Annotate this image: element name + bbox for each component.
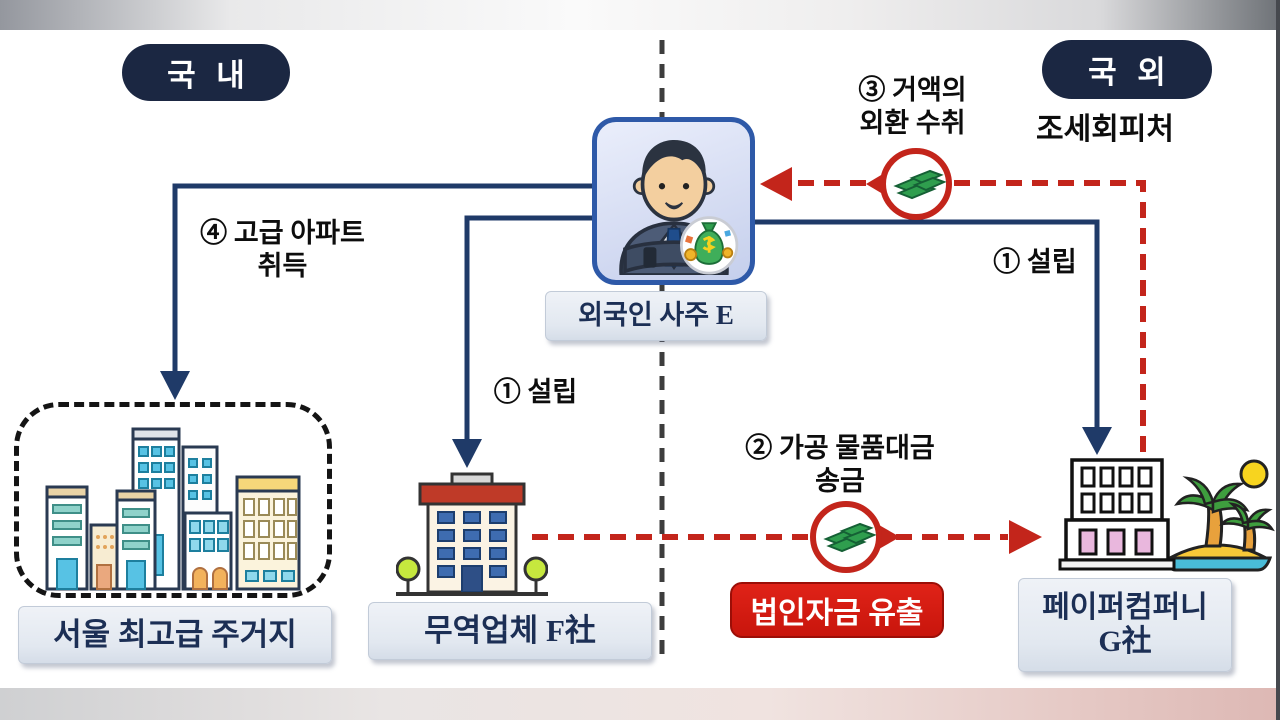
trading-company-label-text: 무역업체 F社 (424, 613, 596, 649)
badge-domestic-label: 국 내 (167, 58, 251, 93)
trading-company-label: 무역업체 F社 (368, 602, 652, 660)
establish-f-note: ① 설립 (493, 377, 578, 407)
establish-arrow-f (452, 215, 592, 468)
forex-receipt-note: ③ 거액의 외환 수취 (810, 74, 1015, 140)
paper-company-label-line2: G社 (1098, 625, 1152, 658)
establish-g-note: ① 설립 (993, 247, 1077, 277)
trade-building-icon (396, 472, 548, 596)
fake-payment-arrow (532, 501, 1042, 573)
foreign-owner-node (592, 117, 755, 285)
right-edge-bar (1276, 0, 1280, 720)
businessman-icon (618, 139, 738, 275)
money-bag-icon (679, 216, 738, 275)
forex-arrow (760, 148, 1146, 452)
foreign-owner-label-text: 외국인 사주 E (578, 300, 734, 331)
apartment-line1: ④ 고급 아파트 (200, 218, 365, 248)
fund-outflow-badge: 법인자금 유출 (730, 582, 944, 638)
fake-payment-line2: 송금 (815, 465, 865, 496)
fake-payment-note: ② 가공 물품대금 송금 (725, 432, 955, 498)
residence-label-text: 서울 최고급 주거지 (53, 617, 297, 653)
apartment-line2: 취득 (257, 250, 308, 281)
top-letterbox-bar (0, 0, 1280, 30)
residence-zone (14, 402, 332, 598)
foreign-owner-label: 외국인 사주 E (545, 291, 767, 341)
palm-island-icon (1161, 476, 1275, 572)
forex-receipt-line2: 외환 수취 (859, 107, 966, 138)
money-stack-icon (866, 148, 952, 220)
tax-haven-text: 조세회피처 (1036, 113, 1174, 146)
fund-outflow-text: 법인자금 유출 (750, 597, 924, 630)
paper-company-building-icon (1058, 458, 1275, 572)
bottom-letterbox-bar (0, 688, 1280, 720)
money-stack-icon (810, 501, 900, 573)
forex-receipt-line1: ③ 거액의 (858, 75, 967, 105)
apartment-note: ④ 고급 아파트 취득 (185, 217, 380, 283)
residence-label: 서울 최고급 주거지 (18, 606, 332, 664)
badge-domestic: 국 내 (122, 44, 290, 101)
paper-company-label-line1: 페이퍼컴퍼니 (1042, 590, 1208, 624)
sun-icon (1239, 459, 1269, 489)
paper-company-label: 페이퍼컴퍼니 G社 (1018, 578, 1232, 672)
badge-overseas: 국 외 (1042, 40, 1212, 99)
tree-icon (396, 556, 548, 594)
city-buildings-icon (45, 427, 301, 591)
badge-overseas-label: 국 외 (1088, 55, 1172, 90)
fake-payment-line1: ② 가공 물품대금 (745, 433, 935, 463)
paper-company-node (1058, 450, 1276, 572)
trading-company-node (396, 472, 548, 600)
